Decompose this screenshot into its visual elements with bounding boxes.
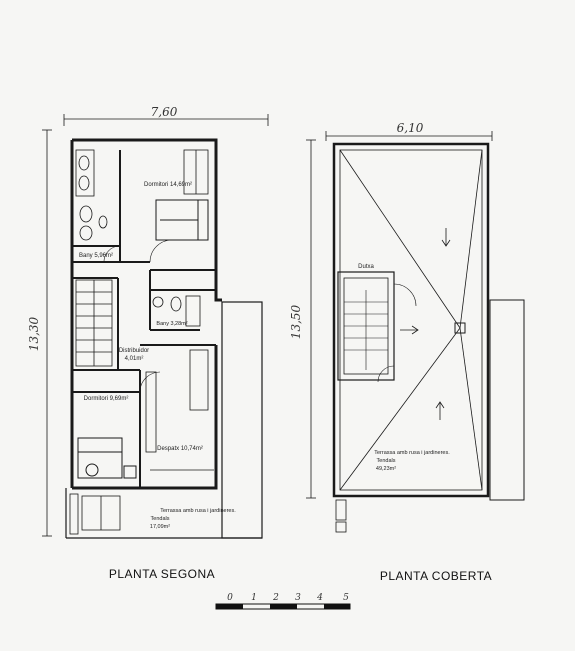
scale-tick: 0 (227, 593, 233, 603)
roof-height-dimension-line (306, 139, 316, 499)
wardrobe (183, 149, 209, 195)
scale-ticks: 0 1 2 3 4 5 (227, 593, 349, 603)
roof-plan-title: PLANTA COBERTA (380, 569, 492, 583)
room-label-bany-2: Bany 3,28m² (156, 321, 187, 327)
roof-terrace-label-2: Tendals (377, 458, 396, 464)
slope-arrows (400, 228, 451, 420)
roof-staircase (337, 271, 417, 383)
roof-width-label: 6,10 (397, 121, 424, 135)
room-label-despatx: Despatx 10,74m² (157, 446, 203, 452)
room-label-dormitori-2: Dormitori 9,69m² (84, 396, 129, 402)
scale-tick: 3 (295, 593, 301, 603)
roof-height-label: 13,50 (289, 304, 303, 339)
terrace-outline (65, 301, 263, 539)
room-label-distribuidor: Distribuidor (119, 348, 149, 354)
roof-inner-outline (339, 149, 483, 491)
desk-furniture (145, 349, 214, 471)
bathroom-fixtures (75, 149, 108, 241)
small-bathroom-fixtures (152, 295, 201, 327)
door-swings (103, 239, 173, 393)
exterior-walls (70, 138, 222, 490)
second-floor-plan (42, 114, 269, 539)
terrace-label-3: 17,09m² (150, 524, 170, 530)
scale-tick: 4 (316, 593, 323, 603)
roof-terrace-label-3: 49,23m² (376, 466, 396, 472)
room-label-bany-1: Bany 5,96m² (79, 253, 113, 259)
scale-tick: 2 (272, 593, 279, 603)
roof-plan (306, 131, 525, 533)
second-floor-title: PLANTA SEGONA (109, 567, 215, 581)
width-dimension-line (63, 114, 269, 126)
roof-width-dimension-line (325, 131, 493, 141)
roof-side-terrace (489, 299, 525, 501)
roof-terrace-label-1: Terrassa amb rusa i jardineres. (374, 450, 450, 456)
room-area-distribuidor: 4,01m² (125, 356, 144, 362)
roof-slope-lines (339, 149, 483, 491)
second-floor-width-label: 7,60 (151, 105, 178, 119)
double-bed-main (155, 199, 209, 241)
terrace-furniture (69, 493, 121, 535)
roof-outline (332, 142, 490, 498)
height-dimension-line (42, 129, 52, 537)
roof-planters (335, 499, 347, 533)
double-bed-secondary (77, 437, 137, 479)
room-label-dutxa: Dutxa (358, 264, 374, 270)
scale-tick: 1 (251, 593, 257, 603)
room-label-dormitori-1: Dormitori 14,69m² (144, 182, 192, 188)
second-floor-height-label: 13,30 (27, 316, 41, 351)
terrace-label-2: Tendals (151, 516, 170, 522)
scale-tick: 5 (343, 593, 349, 603)
drain-marker (454, 322, 466, 334)
scale-bar (215, 603, 351, 610)
staircase (75, 279, 113, 367)
terrace-label-1: Terrassa amb rusa i jardineres. (160, 508, 236, 514)
